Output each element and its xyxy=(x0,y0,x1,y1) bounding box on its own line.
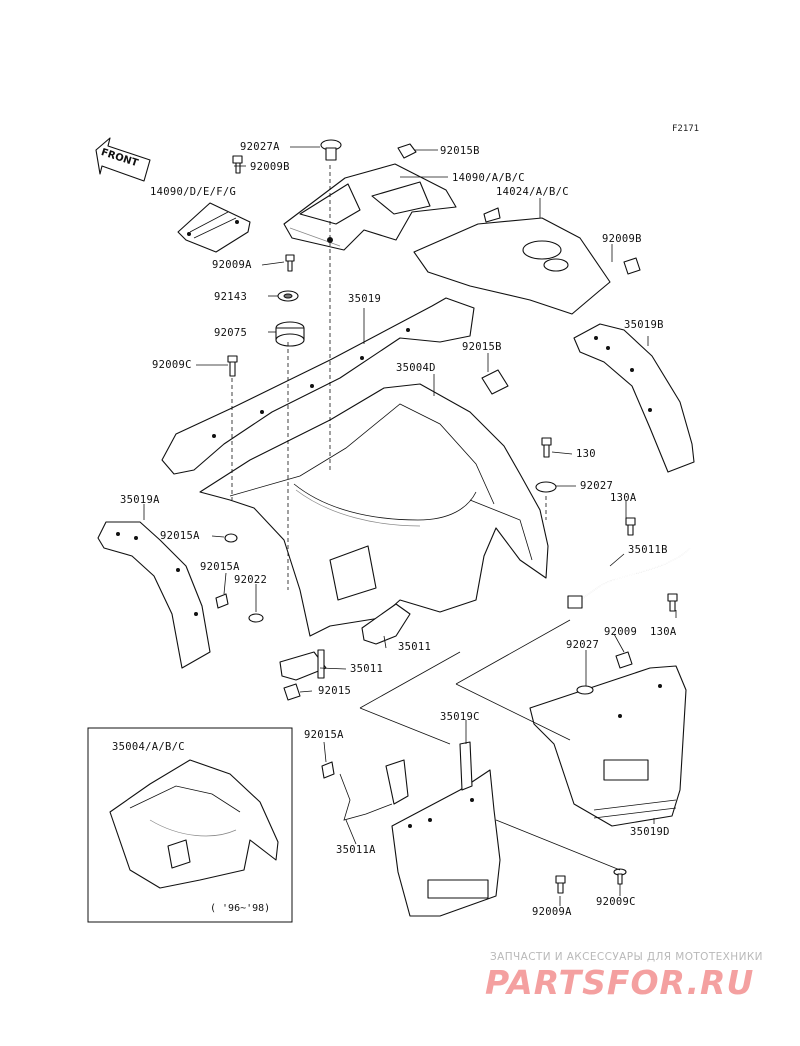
label-92143: 92143 xyxy=(214,291,248,303)
part-35019-flap xyxy=(161,297,475,475)
watermark-tagline: ЗАПЧАСТИ И АКСЕССУАРЫ ДЛЯ МОТОТЕХНИКИ xyxy=(490,951,763,963)
label-35004D: 35004D xyxy=(396,362,436,374)
label-92027A: 92027A xyxy=(240,141,280,153)
label-35011A: 35011A xyxy=(336,844,376,856)
part-14024ABC-panel xyxy=(413,207,611,315)
label-92015: 92015 xyxy=(318,685,352,697)
label-14090DEFG: 14090/D/E/F/G xyxy=(150,186,237,198)
label-92075: 92075 xyxy=(214,327,248,339)
part-14090ABC-cover xyxy=(283,163,457,251)
inset-box xyxy=(87,727,293,923)
part-35019A-flap xyxy=(97,521,211,669)
label-92015A-1: 92015A xyxy=(160,530,200,542)
part-35004D-fender xyxy=(199,383,549,637)
part-35011B-rod xyxy=(567,514,691,609)
label-130A-top: 130A xyxy=(610,492,637,504)
inset-year-range: ( '96~'98) xyxy=(210,903,271,914)
label-92015A-2: 92015A xyxy=(200,561,240,573)
watermark-brand: PARTSFOR.RU xyxy=(485,963,755,1002)
part-14090DEFG-cover xyxy=(177,202,251,253)
figure-code: F2171 xyxy=(672,124,700,134)
label-35011: 35011 xyxy=(398,641,432,653)
label-92022: 92022 xyxy=(234,574,268,586)
part-35019D-flap xyxy=(529,651,687,827)
label-35019B: 35019B xyxy=(624,319,664,331)
label-92009C-left: 92009C xyxy=(152,359,192,371)
label-14090ABC: 14090/A/B/C xyxy=(452,172,525,184)
label-92015B-mid: 92015B xyxy=(462,341,502,353)
label-92015A-3: 92015A xyxy=(304,729,344,741)
label-92009: 92009 xyxy=(604,626,638,638)
leader-lines xyxy=(143,146,677,906)
label-35004ABC: 35004/A/B/C xyxy=(112,741,185,753)
part-35011-brackets xyxy=(279,603,411,701)
part-35011A-bracket xyxy=(321,759,627,894)
label-35019A: 35019A xyxy=(120,494,160,506)
label-14024ABC: 14024/A/B/C xyxy=(496,186,569,198)
label-35019: 35019 xyxy=(348,293,382,305)
label-35019C: 35019C xyxy=(440,711,480,723)
part-35019C-flap xyxy=(391,741,501,917)
label-130: 130 xyxy=(576,448,596,460)
label-35011B: 35011B xyxy=(628,544,668,556)
label-130A-bottom: 130A xyxy=(650,626,677,638)
label-35019D: 35019D xyxy=(630,826,670,838)
label-92015B-top: 92015B xyxy=(440,145,480,157)
front-arrow xyxy=(95,137,151,182)
label-92027: 92027 xyxy=(580,480,614,492)
part-35019B-flap xyxy=(573,323,695,473)
label-92009A-left: 92009A xyxy=(212,259,252,271)
label-92009C-bottom: 92009C xyxy=(596,896,636,908)
label-92009B-top: 92009B xyxy=(250,161,290,173)
label-92027-2: 92027 xyxy=(566,639,600,651)
label-92009B-right: 92009B xyxy=(602,233,642,245)
label-92009A-bottom: 92009A xyxy=(532,906,572,918)
hardware-top xyxy=(227,139,641,377)
label-35011-2: 35011 xyxy=(350,663,384,675)
hardware-middle xyxy=(215,369,678,623)
